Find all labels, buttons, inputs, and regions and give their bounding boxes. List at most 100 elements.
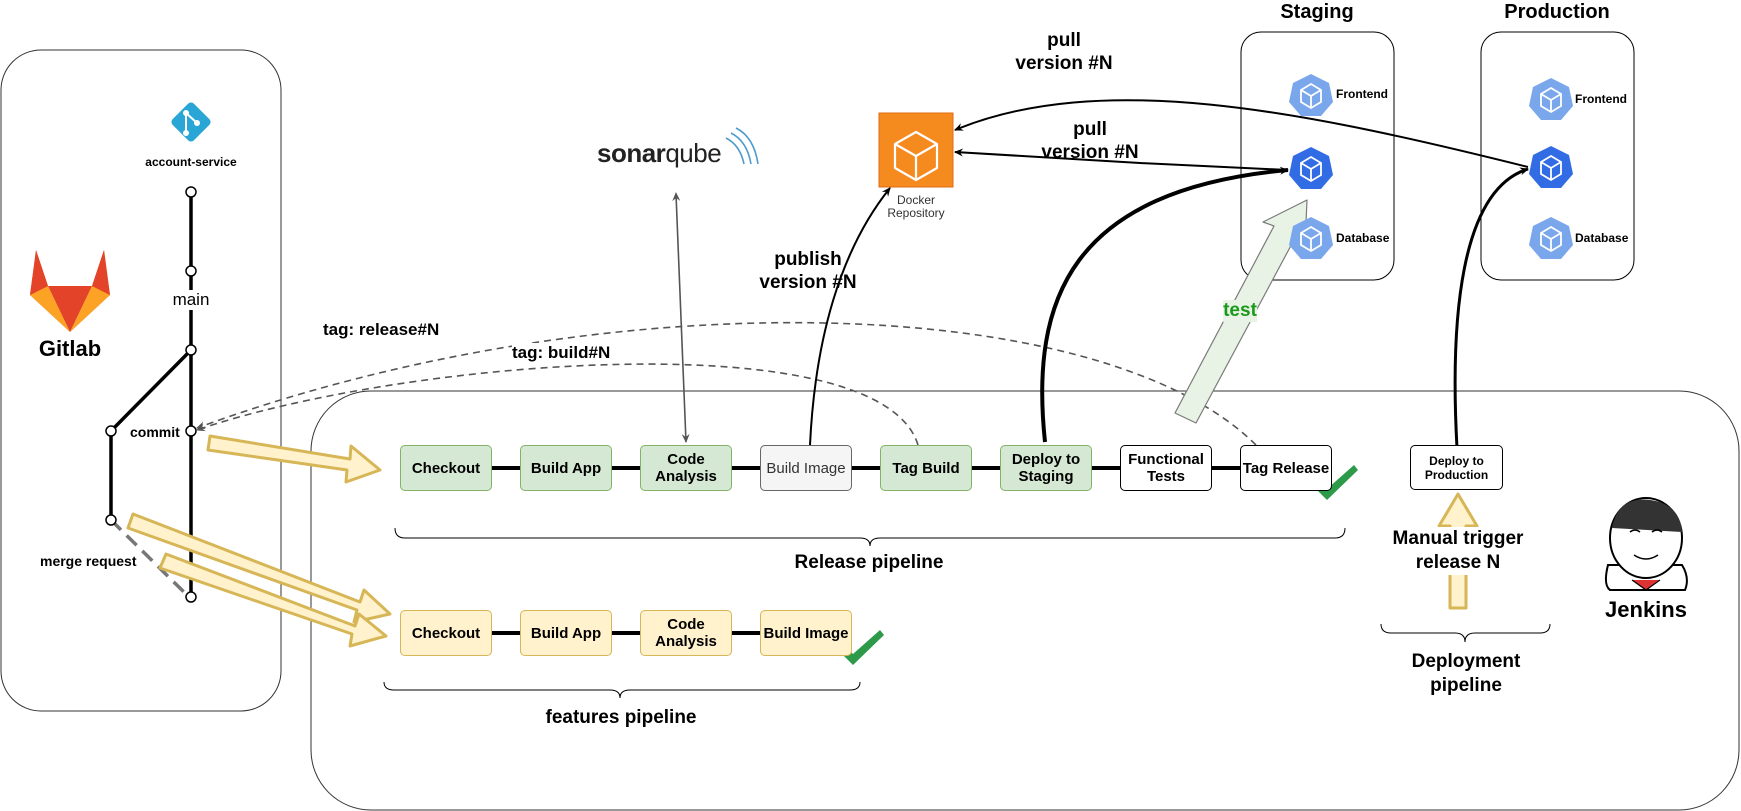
staging-title: Staging — [1280, 1, 1354, 23]
production-backend-icon — [1529, 146, 1573, 188]
release-stage-tag-release[interactable]: Tag Release — [1240, 445, 1332, 491]
stage-label-line1: Checkout — [411, 459, 481, 477]
gitlab-title: Gitlab — [38, 336, 102, 361]
stage-label-line1: Tag Release — [1242, 459, 1330, 477]
git-graph — [109, 192, 193, 597]
stage-label-line1: Deploy to — [1011, 451, 1081, 468]
docker-repository-icon — [878, 112, 954, 188]
jenkins-container — [310, 390, 1740, 811]
features-stage-build-image[interactable]: Build Image — [760, 610, 852, 656]
stage-label-line2: Production — [1424, 467, 1489, 482]
manual-trigger-line2: release N — [1415, 552, 1501, 573]
tag-build-label: tag: build#N — [512, 343, 611, 363]
repo-label: account-service — [145, 155, 237, 169]
release-stage-build-image[interactable]: Build Image — [760, 445, 852, 491]
stage-label-line1: Build Image — [763, 624, 849, 642]
deploy-staging-arrow — [1040, 166, 1289, 443]
deployment-pipeline-brace — [1380, 623, 1551, 643]
merge-request-label[interactable]: merge request — [40, 553, 137, 569]
release-stage-checkout[interactable]: Checkout — [400, 445, 492, 491]
git-repo-icon — [171, 102, 211, 142]
production-database-label: Database — [1575, 231, 1629, 245]
commit-label[interactable]: commit — [130, 424, 180, 440]
pull-top-label: pull version #N — [1015, 29, 1112, 75]
tag-release-label: tag: release#N — [323, 320, 440, 340]
pull-mid-label-line1: pull — [1073, 119, 1107, 140]
stage-label-line1: Checkout — [411, 624, 481, 642]
deployment-pipeline-label: Deployment pipeline — [1412, 650, 1521, 698]
test-label: test — [1223, 300, 1257, 322]
jenkins-logo-icon — [1604, 497, 1688, 591]
merge-request-line — [109, 518, 191, 599]
deployment-pipeline-line1: Deployment — [1411, 651, 1521, 672]
production-title: Production — [1504, 1, 1610, 23]
features-pipeline-label: features pipeline — [545, 707, 697, 728]
release-pipeline-label: Release pipeline — [794, 552, 944, 573]
jenkins-title: Jenkins — [1605, 597, 1687, 622]
gitlab-container — [0, 49, 282, 712]
pull-production-arrow — [954, 99, 1529, 168]
deploy-production-arrow — [1453, 167, 1529, 449]
release-pipeline-brace — [394, 527, 1346, 547]
tag-release-arrow — [196, 321, 1257, 446]
manual-trigger-line1: Manual trigger — [1392, 528, 1524, 549]
staging-frontend-label: Frontend — [1336, 87, 1388, 101]
sonarqube-logo: sonarqube — [597, 138, 722, 169]
branch-main-label: main — [170, 290, 212, 310]
features-stage-build-app[interactable]: Build App — [520, 610, 612, 656]
stage-label-line1: Functional — [1128, 451, 1204, 468]
publish-arrow — [809, 187, 891, 446]
pull-top-label-line2: version #N — [1015, 53, 1113, 74]
stage-label-line1: Deploy to — [1429, 453, 1484, 468]
sonarqube-logo-bold: sonar — [597, 138, 666, 168]
pull-staging-arrow — [954, 148, 1289, 171]
tag-build-arrow — [196, 363, 919, 446]
production-frontend-icon — [1529, 78, 1573, 120]
features-pipeline-brace — [383, 681, 861, 699]
staging-backend-icon — [1289, 147, 1333, 189]
stage-label-line1: Build App — [530, 624, 602, 642]
pull-top-label-line1: pull — [1047, 30, 1081, 51]
stage-label-line1: Tag Build — [892, 459, 960, 477]
stage-label-line1: Build App — [530, 459, 602, 477]
commit-to-release-arrow — [206, 434, 382, 484]
staging-database-label: Database — [1336, 231, 1390, 245]
docker-label-line1: Docker — [896, 193, 936, 207]
release-stage-build-app[interactable]: Build App — [520, 445, 612, 491]
production-frontend-label: Frontend — [1575, 92, 1627, 106]
merge-to-features-arrow-1 — [126, 512, 392, 624]
publish-label: publish version #N — [759, 248, 856, 294]
stage-label-line2: Tests — [1146, 468, 1186, 485]
deployment-pipeline-line2: pipeline — [1430, 675, 1502, 696]
publish-label-line1: publish — [774, 249, 842, 270]
gitlab-logo-icon — [30, 250, 110, 332]
publish-label-line2: version #N — [759, 272, 857, 293]
stage-label-line2: Analysis — [655, 633, 717, 650]
stage-label-line2: Staging — [1018, 468, 1074, 485]
features-success-check-icon — [832, 630, 884, 665]
features-stage-checkout[interactable]: Checkout — [400, 610, 492, 656]
staging-database-icon — [1289, 217, 1333, 259]
stage-label-line2: Analysis — [655, 468, 717, 485]
stage-label-line1: Code — [667, 616, 705, 633]
release-stage-tag-build[interactable]: Tag Build — [880, 445, 972, 491]
docker-repository-label: Docker Repository — [887, 194, 944, 220]
git-commit-nodes — [105, 186, 197, 603]
pull-mid-label: pull version #N — [1041, 118, 1138, 164]
stage-label-line1: Code — [667, 451, 705, 468]
manual-trigger-label: Manual trigger release N — [1392, 527, 1524, 575]
staging-frontend-icon — [1289, 74, 1333, 116]
stage-label-line1: Build Image — [766, 459, 846, 477]
sonarqube-waves-icon — [725, 127, 759, 165]
pull-mid-label-line2: version #N — [1041, 142, 1139, 163]
sonarqube-analysis-arrow — [672, 192, 690, 443]
sonarqube-logo-light: qube — [665, 138, 722, 168]
production-database-icon — [1529, 217, 1573, 259]
merge-to-features-arrow-2 — [158, 552, 388, 648]
